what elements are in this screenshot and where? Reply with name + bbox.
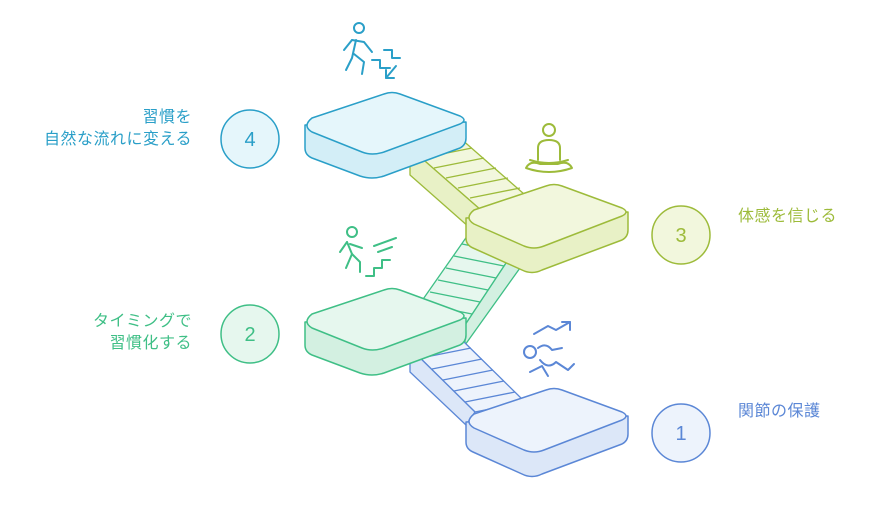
step-2-badge: 2 <box>220 304 280 364</box>
running-person-icon <box>343 22 401 79</box>
meditating-person-icon <box>525 123 573 173</box>
step-3-badge: 3 <box>651 205 711 265</box>
fallen-person-icon <box>523 321 575 377</box>
platform-4 <box>304 91 467 179</box>
step-4-label: 習慣を 自然な流れに変える <box>20 106 192 150</box>
step-3-label: 体感を信じる <box>738 205 868 227</box>
step-1-number: 1 <box>675 423 686 445</box>
step-2-label-line-1: タイミングで <box>92 311 192 330</box>
step-4-badge: 4 <box>220 109 280 169</box>
step-4-label-line-1: 習慣を <box>142 107 192 126</box>
step-1-label-line-1: 関節の保護 <box>738 401 821 420</box>
platform-2 <box>304 287 467 376</box>
platform-1 <box>465 387 629 478</box>
step-4-label-line-2: 自然な流れに変える <box>43 129 192 148</box>
platform-3 <box>465 183 629 274</box>
step-3-number: 3 <box>675 225 686 247</box>
step-1-label: 関節の保護 <box>738 400 868 422</box>
step-2-label: タイミングで 習慣化する <box>40 310 192 354</box>
step-1-badge: 1 <box>651 403 711 463</box>
step-3-label-line-1: 体感を信じる <box>738 206 838 225</box>
step-2-number: 2 <box>244 324 255 346</box>
walking-upstairs-icon <box>339 226 397 277</box>
step-4-number: 4 <box>244 129 255 151</box>
step-2-label-line-2: 習慣化する <box>109 333 192 352</box>
